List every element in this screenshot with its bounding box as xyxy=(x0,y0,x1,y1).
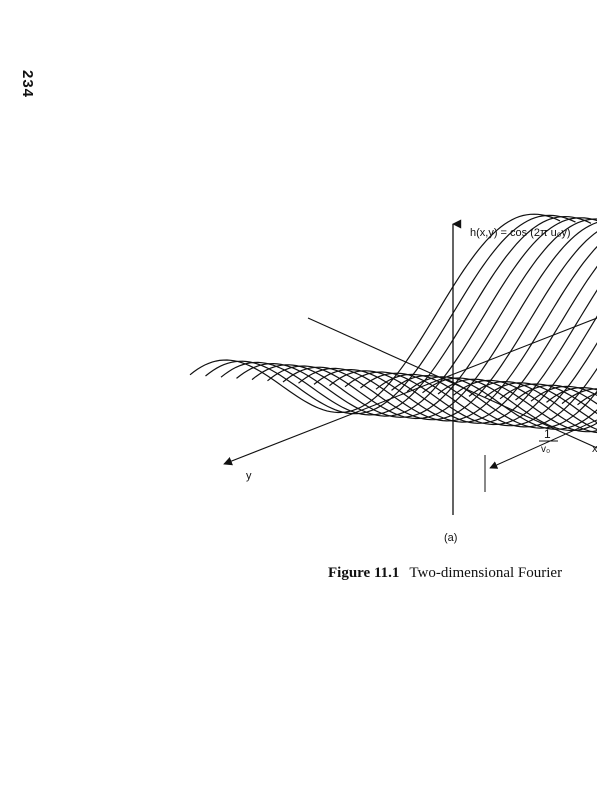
surface-curve xyxy=(391,374,597,429)
y-axis-label: y xyxy=(246,470,252,482)
surface-curve xyxy=(484,382,597,424)
figure-caption: Figure 11.1 Two-dimensional Fourier xyxy=(328,565,562,582)
period-numerator: 1 xyxy=(544,427,551,441)
surface-curve xyxy=(298,245,597,422)
surface-curve xyxy=(406,376,597,430)
surface-curve xyxy=(360,342,597,427)
surface-curve xyxy=(220,215,592,416)
surface-curve xyxy=(189,213,561,414)
y-axis xyxy=(223,317,597,466)
surface-curve xyxy=(468,380,597,431)
x-axis xyxy=(307,317,597,449)
surface-curve xyxy=(282,231,597,421)
equation-label: h(x,y) = cos (2π u₀y) xyxy=(470,227,570,239)
figure-number: Figure 11.1 xyxy=(328,565,400,581)
surface-curve xyxy=(313,265,597,423)
surface-curve xyxy=(267,221,597,420)
surface-curve xyxy=(530,385,597,402)
surface-curve xyxy=(546,386,597,403)
cosine-surface xyxy=(189,213,597,434)
x-axis-label: x xyxy=(592,443,597,455)
surface-curve xyxy=(251,218,597,418)
surface-curve xyxy=(236,217,597,417)
surface-curve xyxy=(344,315,597,426)
surface-curve xyxy=(422,377,597,432)
surface-curve xyxy=(499,383,597,415)
figure-caption-text: Two-dimensional Fourier xyxy=(409,565,563,581)
surface-curve xyxy=(437,378,597,433)
period-arrow xyxy=(489,419,597,469)
period-denominator: v₀ xyxy=(541,444,550,455)
surface-curve xyxy=(515,384,597,405)
surface-curve xyxy=(329,289,597,424)
subfigure-label: (a) xyxy=(444,532,457,544)
surface-curve xyxy=(375,367,597,428)
surface-curve xyxy=(453,379,597,434)
